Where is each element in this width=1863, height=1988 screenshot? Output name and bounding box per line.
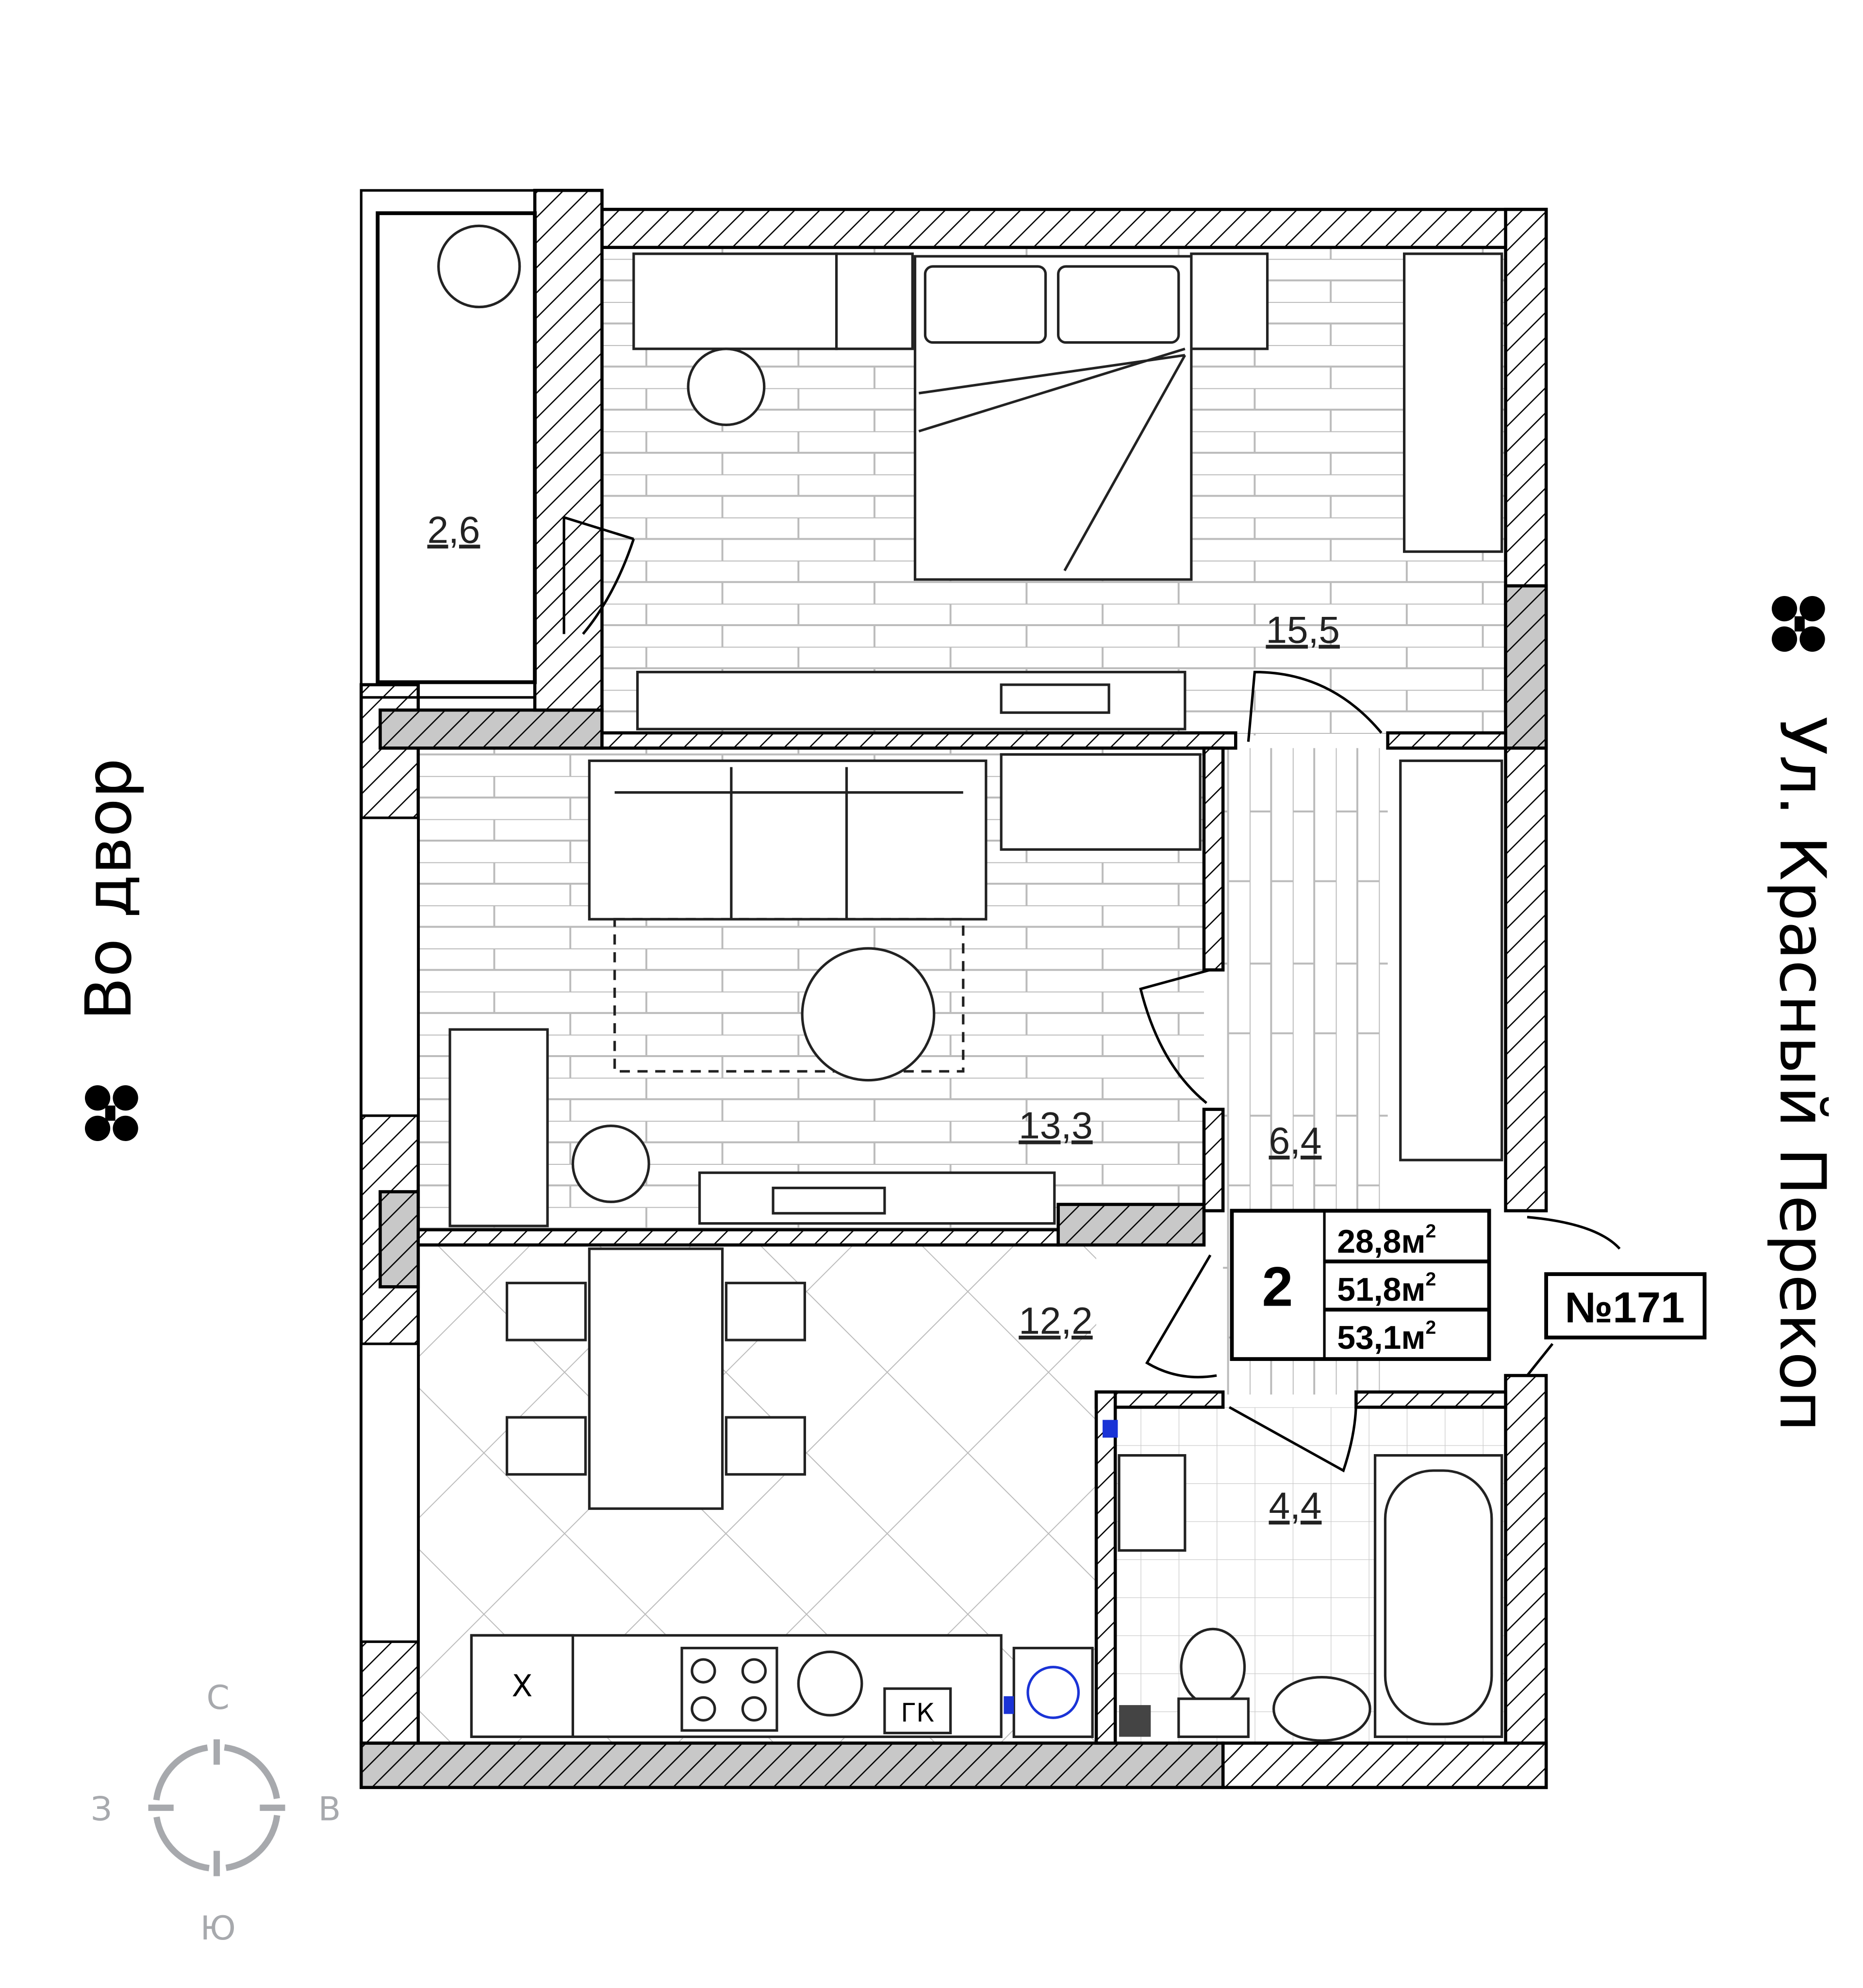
chair-dining-3: [725, 1281, 806, 1342]
apartment-info-box: 2 28,8м2 51,8м2 53,1м2: [1230, 1209, 1491, 1361]
wall-bedroom-hall: [1386, 731, 1507, 750]
wall-bottom-bearing: [360, 1741, 1225, 1789]
wall-kitchen-bath: [1094, 1390, 1117, 1745]
bed-blanket: [918, 348, 1187, 572]
tv-stand-bedroom: [636, 671, 1187, 730]
binoculars-icon: [84, 1085, 138, 1141]
wall-right-lower: [1504, 1374, 1548, 1789]
cabinet-living: [1000, 753, 1202, 851]
chair-dining-4: [725, 1416, 806, 1476]
binoculars-icon: [1771, 596, 1825, 652]
washbasin: [1272, 1676, 1371, 1742]
sofa-cushions: [614, 767, 963, 919]
tv-living: [772, 1186, 886, 1215]
wall-left-bearing: [379, 1190, 420, 1289]
apartment-number-box: №171: [1544, 1272, 1707, 1340]
fridge-label: Х: [511, 1668, 532, 1704]
riser: [1119, 1705, 1151, 1737]
desk: [632, 252, 838, 350]
window-kitchen: [360, 1342, 420, 1643]
balcony-wall-right: [533, 189, 604, 712]
desk-living: [448, 1028, 549, 1227]
bath-cabinet: [1118, 1454, 1187, 1552]
area-living: 13,3: [1019, 1104, 1092, 1147]
window-living: [360, 816, 420, 1117]
chair-dining-1: [506, 1281, 587, 1342]
chair-balcony: [437, 224, 521, 309]
wall-right-bearing: [1504, 584, 1548, 750]
wall-bedroom-living: [600, 731, 1237, 750]
pillow-right: [1057, 265, 1180, 344]
living-area: 28,8м2: [1337, 1221, 1436, 1259]
sofa: [588, 759, 988, 921]
orientation-left: Во двор: [72, 758, 146, 1021]
wall-living-hall-2: [1202, 1108, 1225, 1212]
coffee-table: [801, 947, 936, 1082]
wall-living-kitchen-bearing: [1056, 1203, 1206, 1247]
washing-drum-icon: [1026, 1666, 1080, 1719]
nightstand-right: [1190, 252, 1269, 350]
toilet-base: [1177, 1697, 1250, 1738]
wall-balcony-bearing: [379, 708, 604, 750]
nightstand-left: [835, 252, 914, 350]
boiler: [883, 1687, 952, 1735]
rug: [613, 918, 965, 1073]
chair-dining-2: [506, 1416, 587, 1476]
doors: [562, 516, 1621, 1473]
area-bedroom: 15,5: [1266, 609, 1339, 651]
balcony-frame-outer: [360, 189, 536, 699]
boiler-label: ГК: [901, 1699, 934, 1728]
washing-machine: [1012, 1646, 1094, 1738]
rooms-count: 2: [1262, 1256, 1293, 1318]
sink-icon: [797, 1650, 863, 1717]
toilet: [1180, 1627, 1246, 1706]
wardrobe-hall: [1399, 759, 1503, 1161]
fridge: [470, 1634, 575, 1738]
wardrobe-bedroom: [1403, 252, 1503, 553]
area-balcony: 2,6: [427, 508, 480, 551]
wall-bath-top-2: [1354, 1390, 1507, 1409]
tv-bedroom: [1000, 683, 1110, 714]
bathtub-inner: [1384, 1469, 1493, 1725]
compass-east: В: [318, 1790, 341, 1829]
chair-bedroom: [687, 348, 766, 427]
compass-icon: [148, 1739, 285, 1876]
wall-living-kitchen: [416, 1228, 1060, 1247]
orientation-right: Ул. Красный Перекоп: [1765, 716, 1839, 1432]
apartment-number: №171: [1565, 1283, 1684, 1331]
pillow-left: [923, 265, 1047, 344]
dining-table: [588, 1247, 724, 1510]
wall-top: [600, 208, 1548, 249]
chair-living: [571, 1124, 650, 1203]
area-hallway: 6,4: [1269, 1119, 1322, 1162]
compass-north: С: [206, 1679, 229, 1717]
total-area-with-balcony: 53,1м2: [1337, 1317, 1436, 1356]
wall-living-hall: [1202, 746, 1225, 972]
total-area: 51,8м2: [1337, 1269, 1436, 1308]
wall-bottom: [1221, 1741, 1548, 1789]
stove-burners-icon: [691, 1658, 767, 1722]
pipe-marker-kitchen: [1004, 1696, 1014, 1714]
pipe-marker-bath: [1103, 1420, 1118, 1438]
compass-west: З: [91, 1790, 112, 1829]
compass-south: Ю: [200, 1909, 236, 1948]
area-bathroom: 4,4: [1269, 1484, 1322, 1527]
area-kitchen: 12,2: [1019, 1299, 1092, 1342]
